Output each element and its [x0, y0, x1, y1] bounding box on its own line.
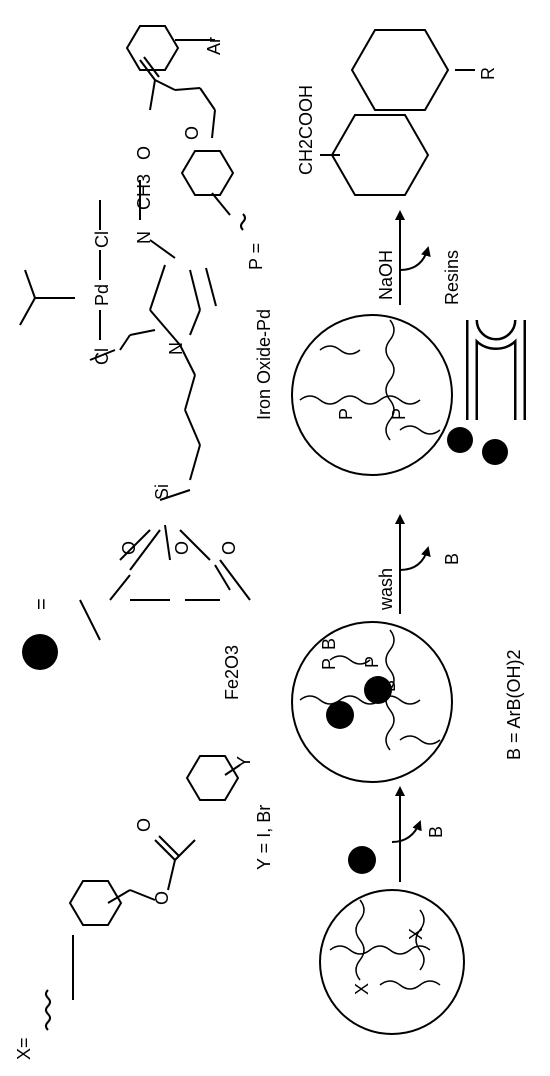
r-label: R: [478, 67, 498, 80]
bead-2-dot-1: [326, 701, 354, 729]
iron-oxide-pd-label: Iron Oxide-Pd: [254, 309, 274, 420]
bead-3: [291, 314, 453, 476]
catalyst-dot-in: [348, 846, 376, 874]
si: Si: [152, 484, 172, 500]
cl-2: Cl: [92, 231, 112, 248]
aryl-ring: [125, 25, 180, 71]
dot-eq-label: =: [31, 598, 53, 610]
ester-o-carbonyl-1: O: [134, 818, 154, 832]
benzene-ring: [180, 150, 235, 196]
b-leave-arrow-2: [399, 546, 431, 571]
bead-2-network: [299, 629, 441, 751]
ester-o-link-1: O: [152, 891, 172, 905]
bead-1: [319, 889, 465, 1035]
p-def-label: P =: [246, 243, 266, 270]
p-linker-structure: [125, 25, 246, 231]
biphenyl-product: [320, 29, 475, 196]
iron-oxide-pd-structure: [19, 180, 251, 641]
o-3: O: [219, 541, 239, 555]
n-2: N: [134, 231, 154, 244]
wash-label: wash: [376, 568, 396, 611]
bead-1-x-1: X: [352, 983, 372, 995]
bead-2-b-1: B: [319, 638, 339, 650]
x-linker-structure: [45, 755, 241, 1031]
b-leave-label-2: B: [442, 553, 462, 565]
ring-lower: [330, 114, 430, 196]
bead-3-network: [299, 319, 441, 441]
resins-leave-arrow: [399, 246, 431, 271]
x-def-label: X=: [14, 1037, 34, 1060]
cl-1: Cl: [92, 348, 112, 365]
ch3: CH3: [134, 174, 154, 210]
benzene-ring: [68, 880, 123, 926]
wavy-bond: [240, 213, 246, 231]
b-leave-arrow-1: [391, 820, 422, 843]
bead-1-network: [329, 899, 441, 990]
bead-2-b-2: B: [379, 680, 399, 692]
y-substituent-label: Y: [234, 756, 254, 768]
bead-2-p-1: P: [319, 658, 339, 670]
ar-label: Ar: [204, 37, 224, 55]
bead-3-p-2: P: [389, 408, 409, 420]
b-def-label: B = ArB(OH)2: [504, 649, 524, 760]
bead-3-p-1: P: [336, 408, 356, 420]
bead-1-x-2: X: [406, 928, 426, 940]
magnet-icon: [447, 319, 526, 465]
ch2cooh-label: CH2COOH: [296, 85, 316, 175]
n-1: N: [166, 342, 186, 355]
bead-2: [291, 621, 453, 783]
o-2: O: [172, 541, 192, 555]
o-1: O: [119, 541, 139, 555]
pd: Pd: [92, 284, 112, 306]
catalyst-dot-legend: [22, 634, 58, 670]
b-leave-label-1: B: [426, 826, 446, 838]
naoh-label: NaOH: [376, 250, 396, 300]
y-def-label: Y = I, Br: [254, 805, 274, 870]
aryl-ring: [185, 755, 240, 801]
bead-2-p-2: P: [362, 656, 382, 668]
wavy-bond: [45, 989, 51, 1031]
resins-label: Resins: [442, 250, 462, 305]
ring-upper: [350, 29, 450, 111]
ester-o-carbonyl-2: O: [134, 146, 154, 160]
ester-o-link-2: O: [182, 126, 202, 140]
fe2o3-label: Fe2O3: [222, 645, 242, 700]
